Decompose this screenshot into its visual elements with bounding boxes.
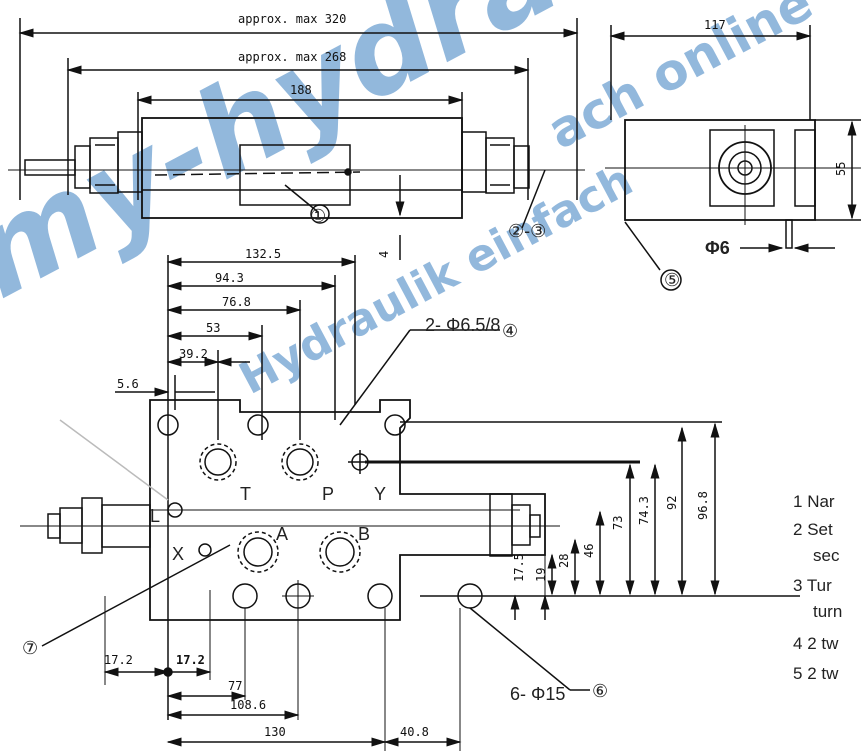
dim-19: 19 xyxy=(534,568,548,582)
legend-text: 2 tw xyxy=(807,634,839,653)
dim-17-5: 17.5 xyxy=(512,553,526,582)
dim-39-2: 39.2 xyxy=(179,347,208,361)
legend-text: Tur xyxy=(806,576,832,595)
legend-item-4: 4 2 tw xyxy=(793,629,861,659)
port-X-hole xyxy=(198,543,212,557)
dim-73: 73 xyxy=(611,516,625,530)
watermark: my-hydraulik ach online Hydraulik einfac… xyxy=(0,0,822,405)
callout-2-3: ②-③ xyxy=(508,221,546,241)
dim-53: 53 xyxy=(206,321,220,335)
dim-4: 4 xyxy=(377,251,391,258)
legend-num: 2 xyxy=(793,520,803,539)
port-label-B: B xyxy=(358,524,370,544)
port-label-A: A xyxy=(276,524,288,544)
dim-28: 28 xyxy=(557,554,571,568)
dim-117: 117 xyxy=(704,18,726,32)
dim-5-6: 5.6 xyxy=(117,377,139,391)
dim-76-8: 76.8 xyxy=(222,295,251,309)
watermark-small-text-1: ach online xyxy=(538,0,821,161)
port-label-T: T xyxy=(240,484,251,504)
port-label-P: P xyxy=(322,484,334,504)
dim-132-5: 132.5 xyxy=(245,247,281,261)
callout-1: ① xyxy=(310,206,326,226)
dim-17-2-left: 17.2 xyxy=(104,653,133,667)
port-label-Y: Y xyxy=(374,484,386,504)
legend-text-line2: turn xyxy=(813,602,843,621)
dim-max-268: approx. max 268 xyxy=(238,50,346,64)
dim-holes-small: 2- Φ6.5/8 xyxy=(425,315,500,335)
dim-17-2-right: 17.2 xyxy=(176,653,205,667)
dim-55: 55 xyxy=(834,162,848,176)
dim-40-8: 40.8 xyxy=(400,725,429,739)
legend-text: 2 tw xyxy=(807,664,839,683)
legend: 1 Nar 2 Set sec 3 Tur turn 4 2 tw 5 2 tw xyxy=(793,487,861,689)
dim-holes-large: 6- Φ15 xyxy=(510,684,565,704)
subplate-outline xyxy=(149,399,546,621)
dim-130: 130 xyxy=(264,725,286,739)
legend-item-5: 5 2 tw xyxy=(793,659,861,689)
dim-94-3: 94.3 xyxy=(215,271,244,285)
legend-item-2: 2 Set sec xyxy=(793,517,861,573)
legend-num: 3 xyxy=(793,576,803,595)
port-P-hole xyxy=(281,443,319,481)
dim-74-3: 74.3 xyxy=(637,496,651,525)
dim-188: 188 xyxy=(290,83,312,97)
legend-num: 5 xyxy=(793,664,803,683)
legend-text: Nar xyxy=(807,492,835,511)
top-view xyxy=(8,18,585,260)
callout-7: ⑦ xyxy=(22,638,38,658)
callout-6: ⑥ xyxy=(592,681,608,701)
legend-text-line2: sec xyxy=(813,546,840,565)
dim-46: 46 xyxy=(582,544,596,558)
legend-num: 1 xyxy=(793,492,803,511)
legend-num: 4 xyxy=(793,634,803,653)
callout-5: ⑤ xyxy=(664,270,680,290)
port-T-hole xyxy=(199,443,237,481)
dim-108-6: 108.6 xyxy=(230,698,266,712)
side-view xyxy=(605,25,861,291)
dim-92: 92 xyxy=(665,496,679,510)
legend-item-3: 3 Tur turn xyxy=(793,573,861,629)
valve-body-side xyxy=(624,119,816,221)
callout-4: ④ xyxy=(502,321,518,341)
dim-phi6: Φ6 xyxy=(705,238,730,258)
dim-77: 77 xyxy=(228,679,242,693)
dim-max-320: approx. max 320 xyxy=(238,12,346,26)
port-A-hole xyxy=(237,531,279,573)
dim-96-8: 96.8 xyxy=(696,491,710,520)
port-label-X: X xyxy=(172,544,184,564)
port-label-L: L xyxy=(150,506,160,526)
legend-item-1: 1 Nar xyxy=(793,487,861,517)
front-view xyxy=(20,255,800,751)
legend-text: Set xyxy=(807,520,833,539)
port-B-hole xyxy=(319,531,361,573)
